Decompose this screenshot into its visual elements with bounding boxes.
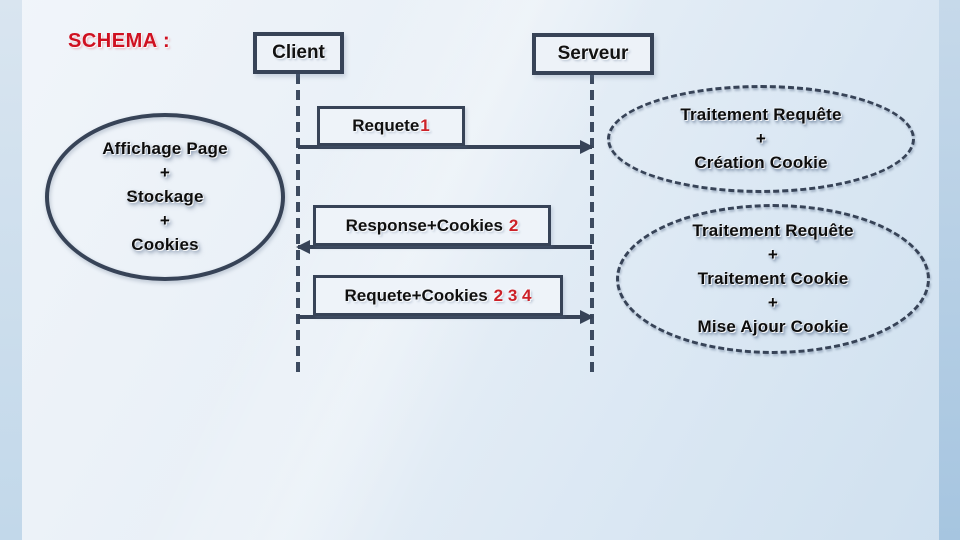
arrow-request-cookies	[298, 310, 594, 324]
message-response-numbers: 2	[508, 215, 519, 235]
message-request-cookies-label: Requete+Cookies	[344, 285, 488, 305]
note-line: Mise Ajour Cookie	[697, 317, 849, 336]
note-line: Création Cookie	[694, 153, 828, 172]
message-response-label: Response+Cookies	[345, 215, 503, 235]
actor-client-label: Client	[272, 42, 325, 63]
note-line: Affichage Page	[102, 139, 228, 158]
actor-server-box: Serveur	[532, 33, 654, 75]
message-box-request-1: Requete 1	[317, 106, 465, 146]
client-lifeline	[296, 74, 300, 378]
note-line: +	[767, 245, 779, 264]
arrow-response-cookies	[296, 240, 592, 254]
actor-client-box: Client	[253, 32, 344, 74]
actor-server-label: Serveur	[557, 43, 629, 64]
server-lifeline	[590, 74, 594, 378]
server-processing-note-2: Traitement Requête + Traitement Cookie +…	[616, 204, 930, 354]
note-line: +	[755, 129, 767, 148]
note-line: Traitement Requête	[692, 221, 854, 240]
note-line: +	[767, 293, 779, 312]
arrowhead-right-icon	[580, 310, 594, 324]
note-line: Cookies	[131, 235, 199, 254]
client-processing-note: Affichage Page + Stockage + Cookies	[45, 113, 285, 281]
note-line: +	[159, 211, 171, 230]
note-line: +	[159, 163, 171, 182]
arrowhead-right-icon	[580, 140, 594, 154]
server-processing-note-1: Traitement Requête + Création Cookie	[607, 85, 915, 193]
message-request-1-numbers: 1	[420, 116, 430, 135]
message-request-cookies-numbers: 2 3 4	[493, 285, 532, 305]
message-box-request-cookies: Requete+Cookies 2 3 4	[313, 275, 563, 316]
message-request-1-label: Requete	[352, 116, 420, 135]
note-line: Traitement Requête	[680, 105, 842, 124]
note-line: Traitement Cookie	[697, 269, 849, 288]
note-line: Stockage	[126, 187, 204, 206]
arrow-request-1	[298, 140, 594, 154]
message-box-response-cookies: Response+Cookies 2	[313, 205, 551, 246]
arrowhead-left-icon	[296, 240, 310, 254]
right-edge-shade	[939, 0, 960, 540]
left-edge-shade	[0, 0, 22, 540]
slide-title: SCHEMA :	[68, 30, 171, 52]
